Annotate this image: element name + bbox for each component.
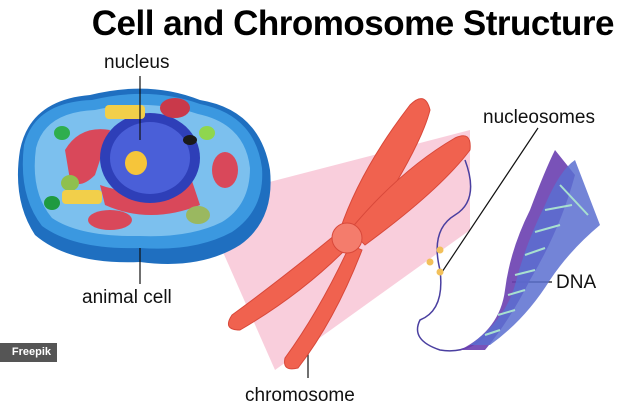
- watermark-badge: Freepik: [0, 343, 57, 362]
- animal-cell-label: animal cell: [82, 287, 172, 308]
- nucleolus-shape: [125, 151, 147, 175]
- chromosome-label: chromosome: [245, 385, 355, 406]
- page-title: Cell and Chromosome Structure: [91, 4, 615, 43]
- nucleus-label: nucleus: [104, 52, 170, 73]
- chromosome-illustration: [227, 98, 471, 370]
- dna-label: DNA: [556, 272, 597, 293]
- nucleosomes-label: nucleosomes: [483, 107, 595, 128]
- dna-illustration: [416, 150, 600, 352]
- centromere: [331, 222, 363, 254]
- animal-cell-illustration: [17, 88, 271, 264]
- nucleosomes-leader-line: [439, 127, 539, 276]
